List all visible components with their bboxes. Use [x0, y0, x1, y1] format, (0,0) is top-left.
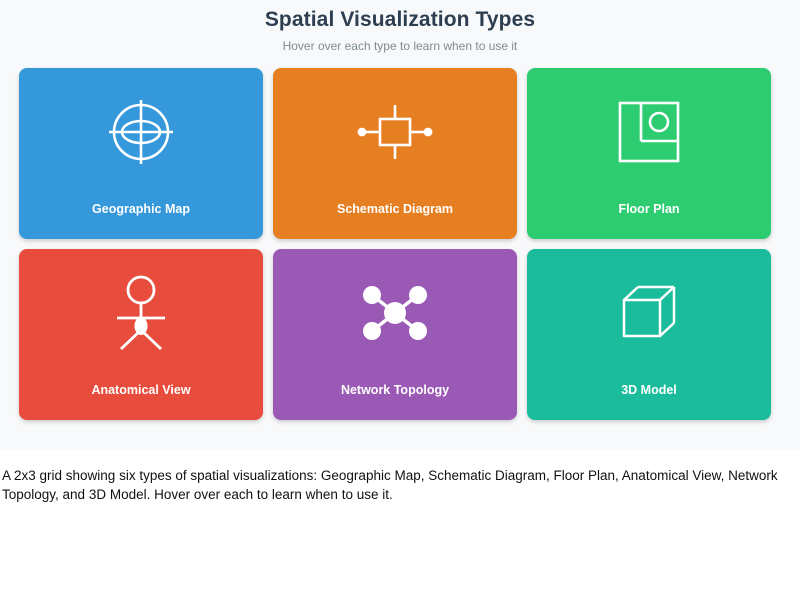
card-label: Anatomical View: [91, 383, 191, 397]
page-subtitle: Hover over each type to learn when to us…: [282, 39, 518, 53]
card-label: Floor Plan: [618, 202, 680, 216]
card-geographic-map[interactable]: Geographic Map: [19, 68, 263, 239]
card-label: Schematic Diagram: [336, 202, 454, 216]
figure-caption: A 2x3 grid showing six types of spatial …: [2, 468, 778, 502]
card-label: Network Topology: [340, 383, 450, 397]
visualization-type-grid: Geographic Map Schematic Diagram: [19, 68, 771, 420]
card-schematic-diagram[interactable]: Schematic Diagram: [273, 68, 517, 239]
visualization-panel: Spatial Visualization Types Hover over e…: [19, 8, 771, 420]
page-title: Spatial Visualization Types: [264, 8, 536, 31]
card-anatomical-view[interactable]: Anatomical View: [19, 249, 263, 420]
card-label: Geographic Map: [92, 202, 190, 216]
card-label: 3D Model: [621, 383, 677, 397]
card-network-topology[interactable]: Network Topology: [273, 249, 517, 420]
card-3d-model[interactable]: 3D Model: [527, 249, 771, 420]
card-floor-plan[interactable]: Floor Plan: [527, 68, 771, 239]
